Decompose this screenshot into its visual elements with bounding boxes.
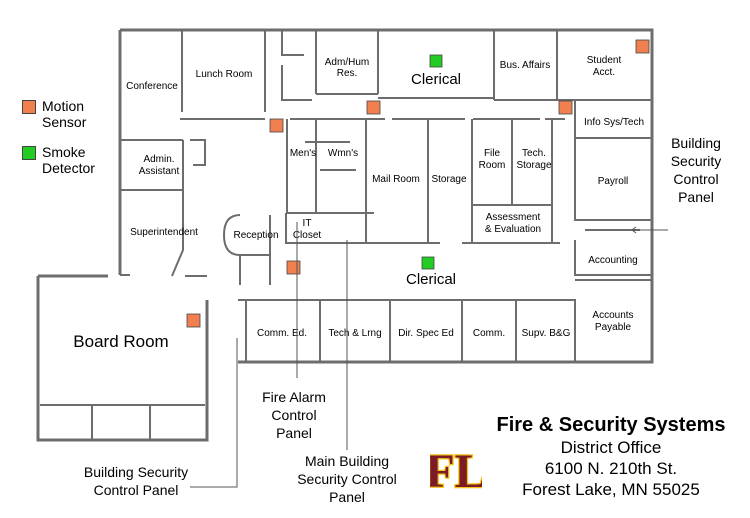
room-file-room-line2: Room — [479, 160, 506, 171]
callout-main-building-line1: Main Building — [305, 453, 389, 469]
site-name: District Office — [560, 438, 662, 457]
room-file-room-line1: File — [484, 148, 501, 159]
callout-bsc-right-line2: Security — [671, 153, 722, 169]
leader-building-security-left — [190, 338, 238, 488]
room-accounting: Accounting — [588, 255, 637, 266]
room-assessment-line1: Assessment — [486, 212, 541, 223]
room-clerical-bottom: Clerical — [406, 271, 456, 288]
legend-motion-swatch — [22, 100, 36, 114]
room-student-acct-line1: Student — [587, 55, 622, 66]
room-it-closet-line2: Closet — [293, 230, 322, 241]
callout-fire-alarm-line3: Panel — [276, 425, 312, 441]
room-superintendent: Superintendent — [130, 227, 198, 238]
room-reception: Reception — [233, 230, 278, 241]
motion-sensor-board-room — [186, 313, 201, 328]
room-tech-storage-line1: Tech. — [522, 148, 546, 159]
room-adm-hum-line1: Adm/Hum — [325, 57, 369, 68]
callout-labels: Building Security Control Panel Fire Ala… — [84, 135, 721, 505]
room-tech-lrng: Tech & Lrng — [328, 328, 381, 339]
callout-main-building-line3: Panel — [329, 489, 365, 505]
room-admin-assistant-line2: Assistant — [139, 166, 180, 177]
motion-sensor-upper-hall — [366, 100, 381, 115]
motion-sensor-student-acct — [635, 39, 650, 54]
callout-fire-alarm-line2: Control — [271, 407, 316, 423]
smoke-detector-clerical-top — [429, 54, 443, 68]
room-it-closet-line1: IT — [303, 218, 312, 229]
room-adm-hum-line2: Res. — [337, 68, 358, 79]
city-address: Forest Lake, MN 55025 — [522, 480, 700, 499]
room-payroll: Payroll — [598, 176, 629, 187]
smoke-detectors — [421, 54, 443, 270]
callout-fire-alarm-line1: Fire Alarm — [262, 389, 326, 405]
room-mens: Men's — [290, 148, 316, 159]
room-board-room: Board Room — [73, 332, 168, 351]
legend-motion-label: Motion Sensor — [42, 98, 87, 130]
svg-text:FL: FL — [430, 445, 482, 497]
motion-sensor-reception — [286, 260, 301, 275]
room-info-sys: Info Sys/Tech — [584, 117, 644, 128]
street-address: 6100 N. 210th St. — [544, 459, 678, 478]
legend-smoke-label: Smoke Detector — [42, 144, 95, 176]
room-comm: Comm. — [473, 328, 505, 339]
room-accounts-payable-line1: Accounts — [592, 310, 633, 321]
room-student-acct-line2: Acct. — [593, 67, 615, 78]
room-comm-ed: Comm. Ed. — [257, 328, 307, 339]
room-lunch-room: Lunch Room — [196, 69, 253, 80]
leader-building-security-right — [631, 226, 668, 234]
forest-lake-logo-icon: FL — [430, 444, 482, 497]
room-clerical-top: Clerical — [411, 71, 461, 88]
walls — [36, 28, 654, 442]
company-name: Fire & Security Systems — [496, 414, 726, 436]
room-dir-spec-ed: Dir. Spec Ed — [398, 328, 454, 339]
motion-sensor-info-sys — [558, 100, 573, 115]
room-conference: Conference — [126, 81, 178, 92]
callout-bsc-left-line2: Control Panel — [94, 482, 179, 498]
legend-smoke-swatch — [22, 146, 36, 160]
room-supv-bg: Supv. B&G — [522, 328, 571, 339]
room-labels: Conference Lunch Room Adm/Hum Res. Cleri… — [73, 55, 644, 351]
motion-sensor-restroom-hall — [269, 118, 284, 133]
callout-bsc-left-line1: Building Security — [84, 464, 188, 480]
leader-lines — [190, 222, 668, 488]
room-tech-storage-line2: Storage — [516, 160, 551, 171]
room-assessment-line2: & Evaluation — [485, 224, 541, 235]
smoke-detector-clerical-bottom — [421, 256, 435, 270]
room-womens: Wmn's — [328, 148, 358, 159]
room-mail-room: Mail Room — [372, 174, 420, 185]
callout-bsc-right-line4: Panel — [678, 189, 714, 205]
callout-bsc-right-line1: Building — [671, 135, 721, 151]
room-storage: Storage — [431, 174, 466, 185]
callout-main-building-line2: Security Control — [297, 471, 397, 487]
room-bus-affairs: Bus. Affairs — [500, 60, 550, 71]
room-accounts-payable-line2: Payable — [595, 322, 632, 333]
title-block: Fire & Security Systems District Office … — [480, 414, 742, 500]
room-admin-assistant-line1: Admin. — [143, 154, 174, 165]
callout-bsc-right-line3: Control — [673, 171, 718, 187]
